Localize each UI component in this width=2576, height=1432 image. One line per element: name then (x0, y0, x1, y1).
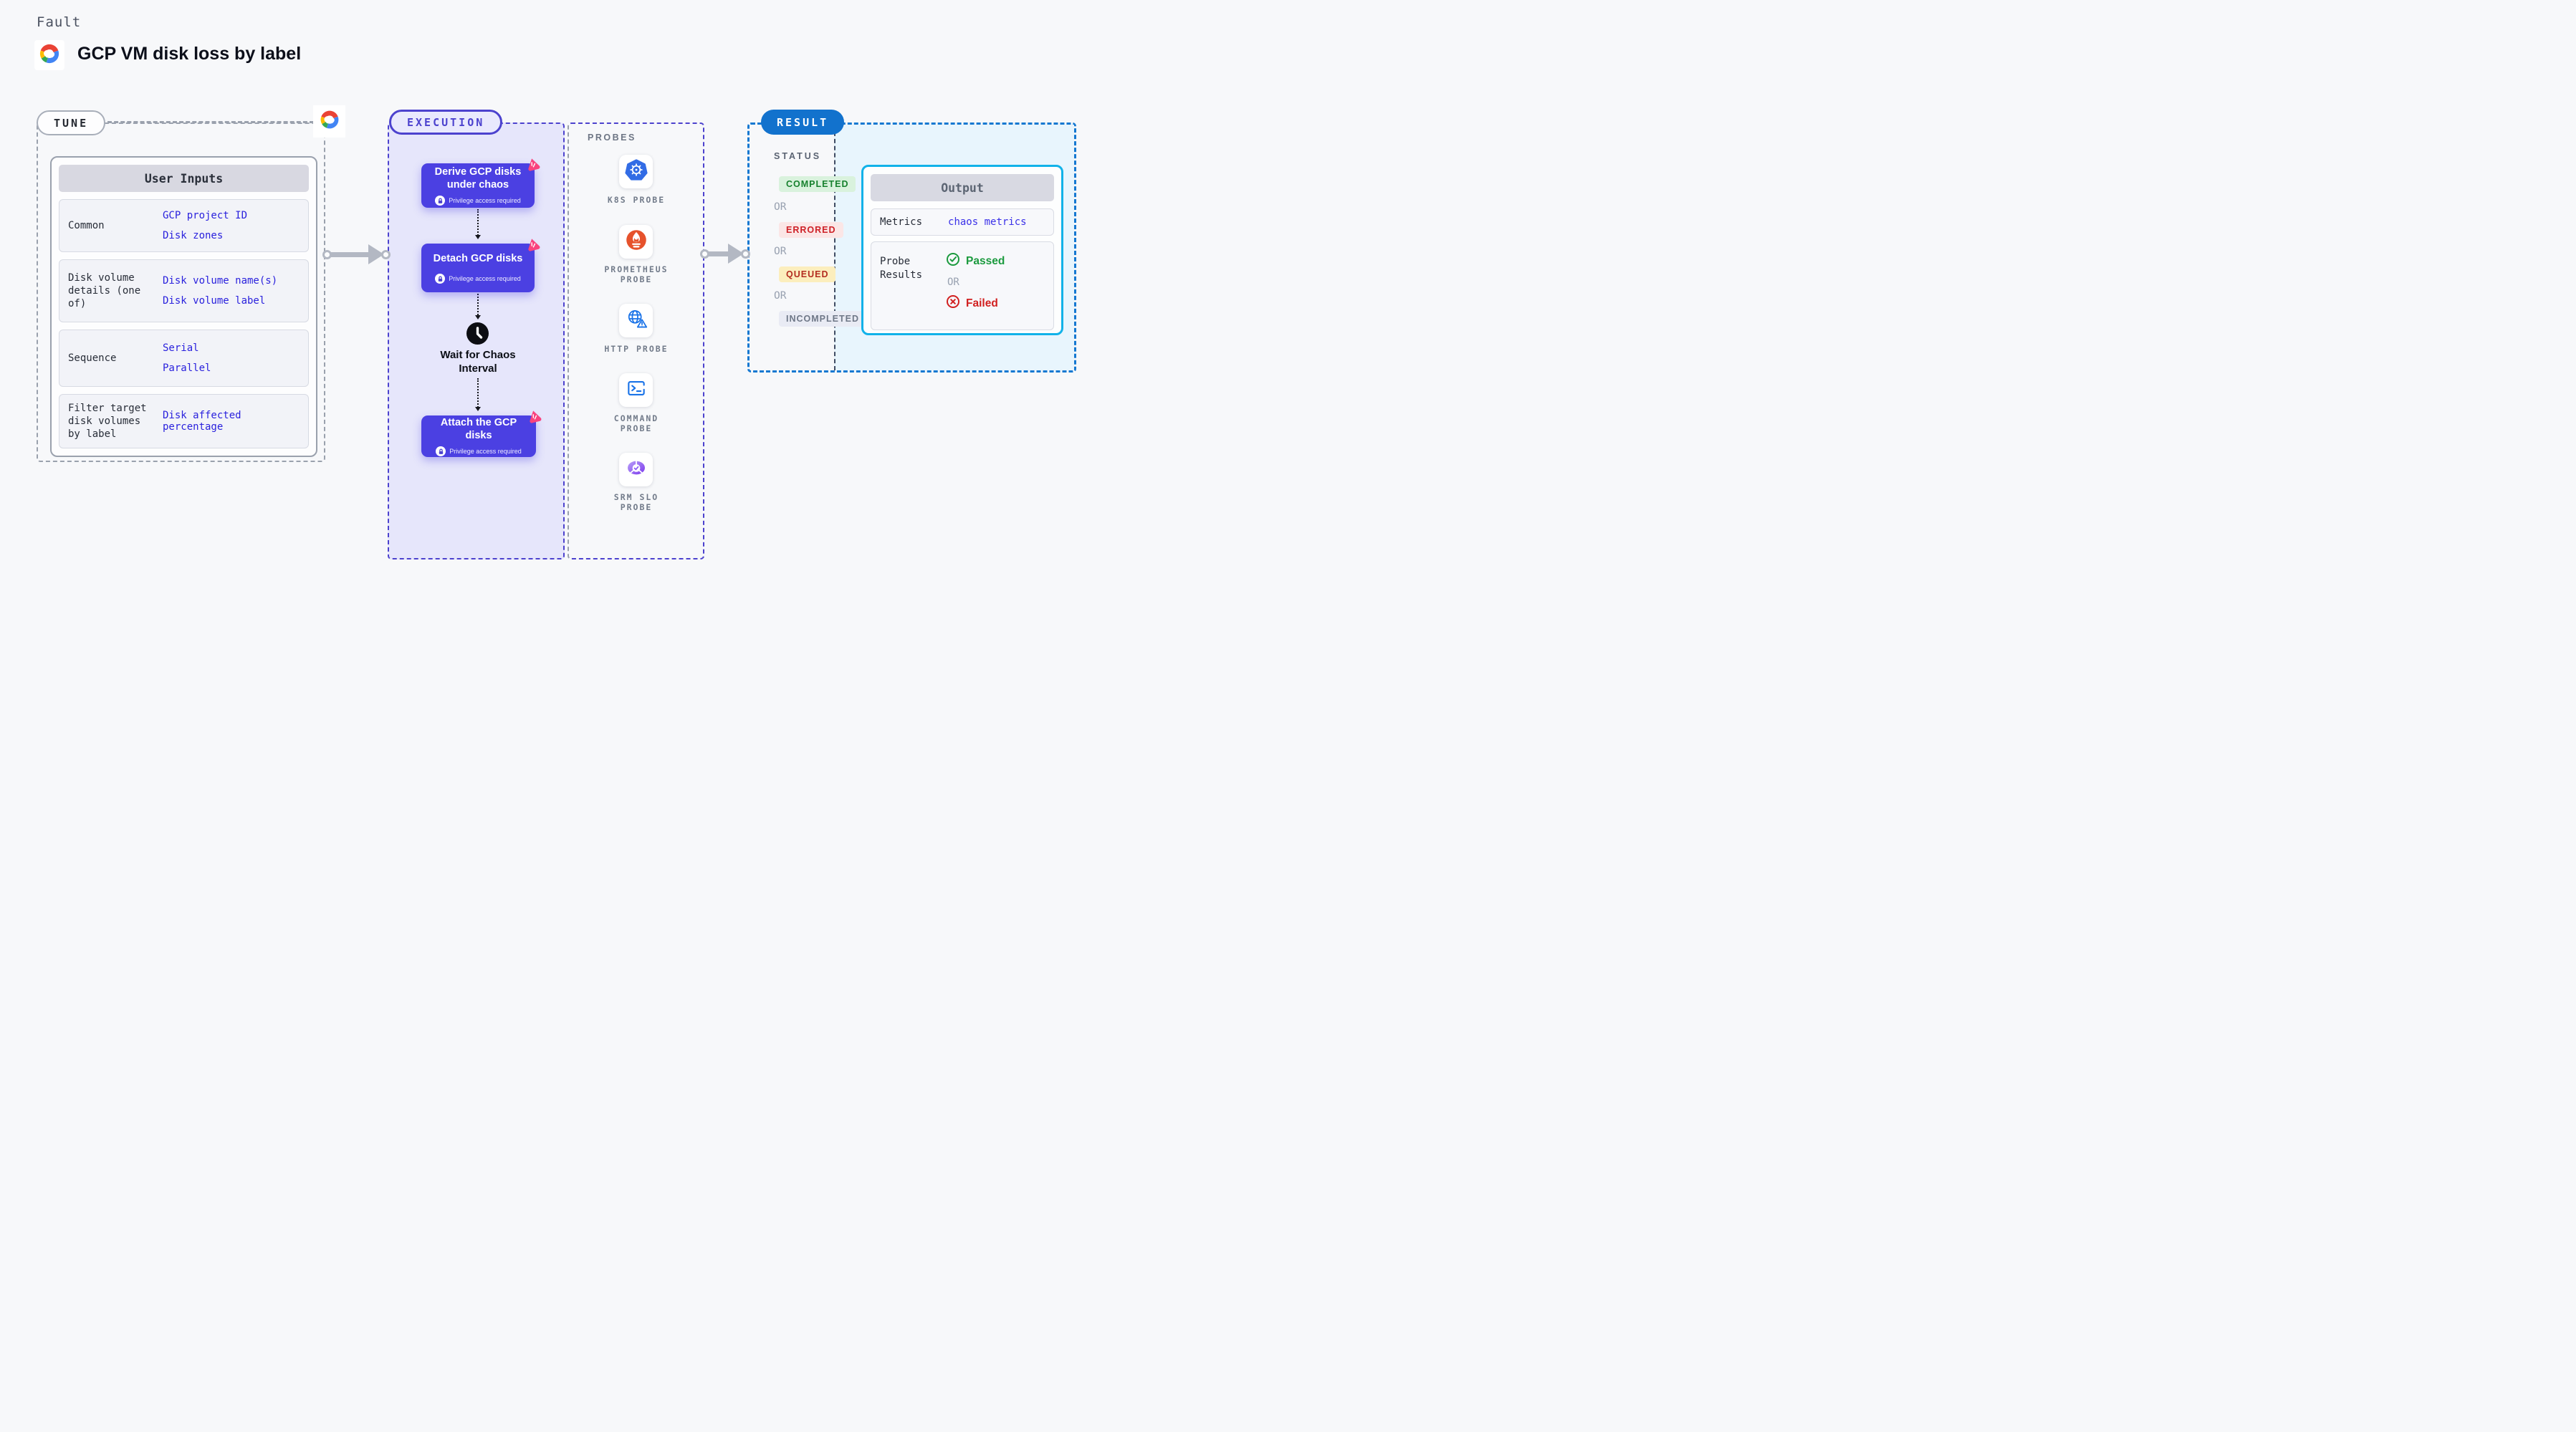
step-title: Detach GCP disks (433, 253, 523, 264)
probe-card-http (619, 304, 653, 337)
probe-label: K8S PROBE (607, 195, 666, 205)
tune-to-gcp-connector (107, 121, 314, 123)
status-badge-incompleted: INCOMPLETED (779, 311, 866, 327)
probes-heading: PROBES (588, 133, 636, 143)
privilege-note: Privilege access required (435, 274, 521, 284)
probe-card-command (619, 373, 653, 407)
execution-to-result-arrow (700, 243, 750, 264)
or-separator: OR (947, 277, 959, 288)
lock-icon (436, 446, 446, 456)
failed-text: Failed (966, 297, 998, 309)
row-value: Serial (163, 342, 199, 354)
probe-results-label: Probe Results (880, 256, 923, 281)
probe-results-values: Passed OR Failed (946, 252, 1005, 330)
or-separator: OR (774, 201, 787, 213)
table-row: Sequence Serial Parallel (59, 330, 309, 387)
chaos-experiment-icon (525, 236, 542, 253)
status-badge-queued: QUEUED (779, 266, 836, 282)
row-value: Disk volume label (163, 295, 266, 307)
step-title: Attach the GCP disks (440, 417, 517, 441)
step-derive-gcp-disks: Derive GCP disks under chaos Privilege a… (421, 158, 540, 208)
row-values: Disk affected percentage (153, 410, 300, 433)
privilege-note-text: Privilege access required (449, 448, 522, 455)
user-inputs-header: User Inputs (59, 165, 309, 192)
probe-results-row: Probe Results Passed OR (871, 241, 1054, 330)
probe-result-failed: Failed (946, 294, 1005, 312)
flow-connector (475, 294, 481, 319)
row-label: Filter target disk volumes by label (68, 403, 147, 440)
fault-kind-label: Fault (37, 14, 82, 30)
tune-region (37, 122, 325, 462)
status-badge-errored: ERRORED (779, 222, 843, 238)
output-header: Output (871, 174, 1054, 201)
row-label: Sequence (68, 352, 117, 364)
check-circle-icon (946, 252, 960, 270)
result-badge: RESULT (761, 110, 845, 135)
http-globe-icon (625, 307, 648, 334)
metrics-value: chaos metrics (948, 216, 1027, 228)
execution-badge: EXECUTION (389, 110, 503, 135)
or-separator: OR (774, 290, 787, 302)
row-value: Disk volume name(s) (163, 275, 278, 287)
page-title: GCP VM disk loss by label (77, 44, 302, 64)
table-row: Common GCP project ID Disk zones (59, 199, 309, 252)
row-values: Serial Parallel (153, 342, 211, 374)
or-separator: OR (774, 246, 787, 257)
privilege-note: Privilege access required (435, 196, 521, 206)
gcp-cloud-icon (317, 109, 343, 134)
user-inputs-card: User Inputs Common GCP project ID Disk z… (50, 156, 317, 457)
output-card: Output Metrics chaos metrics Probe Resul… (861, 165, 1063, 335)
chaos-experiment-icon (525, 155, 542, 173)
flow-connector (475, 209, 481, 239)
prometheus-icon (625, 229, 648, 255)
slo-gauge-icon (625, 456, 648, 483)
x-circle-icon (946, 294, 960, 312)
tune-to-execution-arrow (322, 244, 391, 265)
step-attach-gcp-disks: Attach the GCP disks Privilege access re… (421, 410, 542, 457)
probe-label: SRM SLO PROBE (613, 492, 659, 512)
table-row: Disk volume details (one of) Disk volume… (59, 259, 309, 322)
probe-label: PROMETHEUS PROBE (604, 264, 669, 284)
lock-icon (435, 196, 446, 206)
privilege-note-text: Privilege access required (449, 197, 521, 204)
probe-label: HTTP PROBE (604, 344, 669, 354)
terminal-icon (625, 377, 648, 403)
diagram-canvas: Fault GCP VM disk loss by label TUNE (0, 0, 1103, 613)
lock-icon (435, 274, 446, 284)
probe-card-prometheus (619, 225, 653, 259)
flow-connector (475, 378, 481, 411)
row-value: Parallel (163, 362, 211, 374)
row-values: Disk volume name(s) Disk volume label (153, 275, 277, 307)
step-detach-gcp-disks: Detach GCP disks Privilege access requir… (421, 239, 540, 292)
tune-badge: TUNE (37, 110, 106, 135)
status-badge-completed: COMPLETED (779, 176, 856, 192)
kubernetes-icon (624, 158, 648, 185)
row-values: GCP project ID Disk zones (153, 210, 247, 241)
step-title: Derive GCP disks under chaos (434, 166, 522, 191)
probe-card-srm-slo (619, 453, 653, 486)
metrics-row: Metrics chaos metrics (871, 208, 1054, 236)
probe-label: COMMAND PROBE (613, 413, 659, 433)
privilege-note-text: Privilege access required (449, 275, 521, 282)
row-label: Disk volume details (one of) (68, 272, 141, 309)
table-row: Filter target disk volumes by label Disk… (59, 394, 309, 448)
metrics-label: Metrics (880, 216, 923, 228)
clock-icon (466, 322, 489, 345)
row-value: GCP project ID (163, 210, 248, 221)
privilege-note: Privilege access required (436, 446, 522, 456)
step-wait-for-chaos-interval: Wait for Chaos Interval (440, 349, 516, 375)
row-label: Common (68, 220, 105, 231)
row-value: Disk zones (163, 230, 224, 241)
probes-region (568, 122, 704, 559)
gcp-cloud-icon (36, 42, 63, 69)
probe-result-passed: Passed (946, 252, 1005, 270)
status-heading: STATUS (774, 151, 822, 161)
probe-card-k8s (619, 155, 653, 188)
gcp-logo-box (34, 40, 64, 70)
passed-text: Passed (966, 254, 1005, 267)
gcp-corner-logo-box (313, 105, 345, 138)
chaos-experiment-icon (526, 408, 543, 425)
row-value: Disk affected percentage (163, 410, 241, 433)
